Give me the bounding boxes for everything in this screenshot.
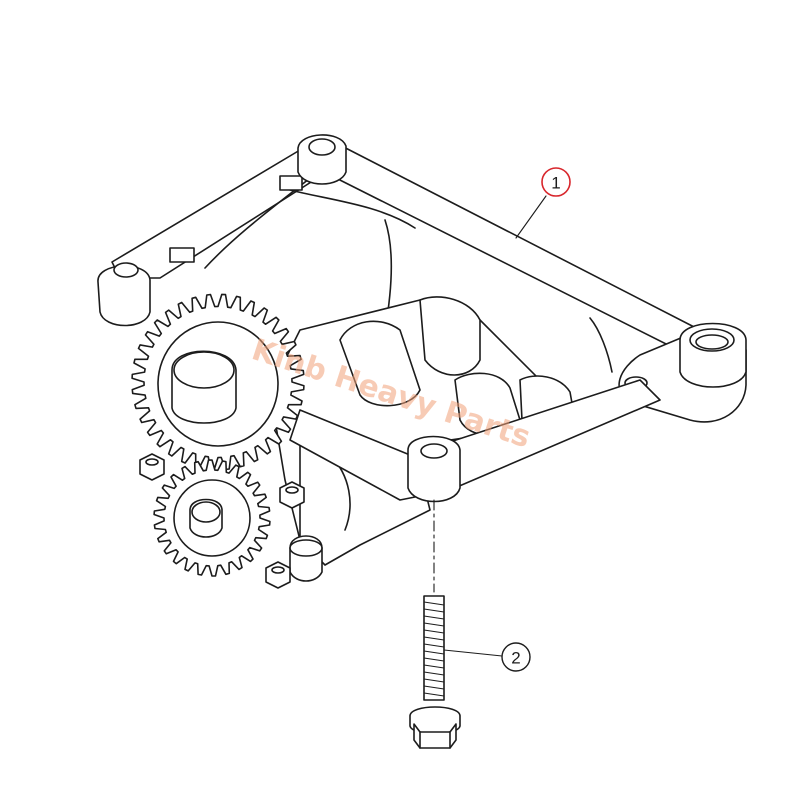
frame-tab-upper [279, 175, 303, 191]
right-boss-bore [689, 328, 735, 352]
left-boss [97, 265, 151, 327]
bolt-thread [423, 664, 445, 669]
bolt-thread [423, 692, 445, 697]
bolt-thread [423, 650, 445, 655]
callout-2[interactable]: 2 [443, 642, 531, 672]
bolt-head [413, 723, 457, 749]
bolt-thread [423, 615, 445, 620]
body-bolt-head-2 [265, 561, 291, 589]
frame-tab-lower [169, 247, 195, 263]
bolt-thread [423, 608, 445, 613]
pump-frame [97, 134, 747, 423]
bolt-thread [423, 601, 445, 606]
rotor-lobe-1 [419, 296, 481, 376]
drive-gear [131, 293, 305, 471]
callout-1[interactable]: 1 [515, 167, 571, 239]
callout-1-label: 1 [551, 174, 560, 193]
callout-2-leader [443, 649, 503, 657]
bolt-thread [423, 643, 445, 648]
callout-2-label: 2 [511, 649, 520, 668]
idler-gear-rim [173, 479, 251, 557]
callout-1-leader [515, 195, 547, 239]
bolt-thread [423, 678, 445, 683]
bolt-thread [423, 629, 445, 634]
bolt-thread [423, 636, 445, 641]
callout-1-circle [541, 167, 571, 197]
rear-boss-hole [308, 138, 336, 156]
bolt-thread [423, 622, 445, 627]
idler-gear [153, 459, 271, 577]
idler-gear-bore [191, 501, 221, 523]
bolt-thread [423, 685, 445, 690]
front-boss-hole [420, 443, 448, 459]
front-arm [289, 379, 661, 503]
frame-right-rib [589, 317, 613, 373]
bolt-thread [423, 671, 445, 676]
frame-inner-rib [289, 189, 416, 229]
body-bolt-head-3 [139, 453, 165, 481]
drive-gear-rim [157, 321, 279, 447]
bolt-thread [423, 657, 445, 662]
body-bolt-head-1 [279, 481, 305, 509]
left-boss-hole [113, 262, 139, 278]
rotor-lobe-2 [339, 320, 421, 407]
callout-2-circle [501, 642, 531, 672]
drive-gear-hub-face [173, 351, 235, 389]
pump-body [139, 296, 576, 589]
mounting-bolt [409, 499, 461, 749]
